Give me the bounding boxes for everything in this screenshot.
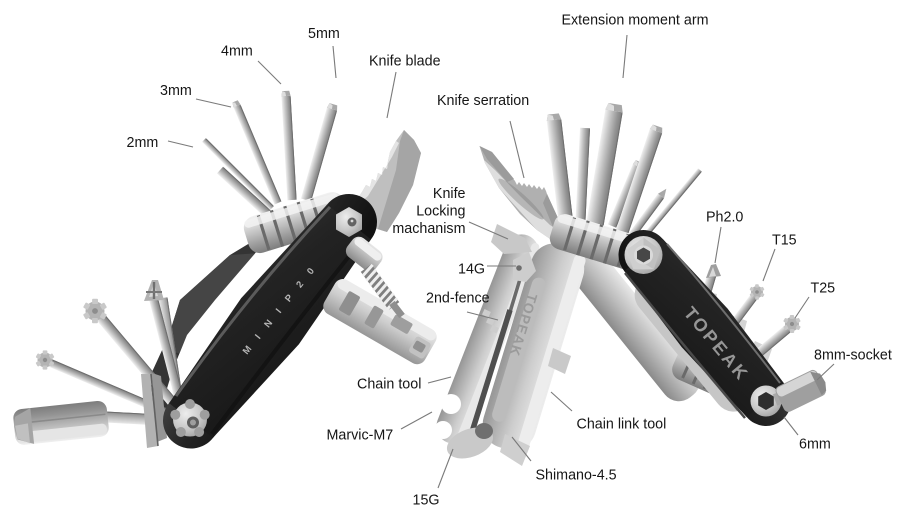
- svg-text:2mm: 2mm: [127, 135, 159, 151]
- svg-text:Chain tool: Chain tool: [357, 377, 421, 393]
- svg-text:machanism: machanism: [392, 221, 465, 237]
- svg-text:T15: T15: [772, 233, 797, 249]
- svg-text:15G: 15G: [413, 493, 440, 509]
- svg-text:Chain link tool: Chain link tool: [577, 417, 667, 433]
- svg-text:2nd-fence: 2nd-fence: [426, 291, 490, 307]
- svg-text:5mm: 5mm: [308, 26, 340, 42]
- svg-text:Marvic-M7: Marvic-M7: [327, 428, 394, 444]
- svg-text:Shimano-4.5: Shimano-4.5: [536, 468, 617, 484]
- svg-text:6mm: 6mm: [799, 437, 831, 453]
- svg-text:8mm-socket: 8mm-socket: [814, 348, 892, 364]
- svg-text:Knife serration: Knife serration: [437, 93, 529, 109]
- svg-text:14G: 14G: [458, 262, 485, 278]
- svg-text:Extension moment arm: Extension moment arm: [562, 13, 709, 29]
- svg-text:3mm: 3mm: [160, 83, 192, 99]
- svg-text:Locking: Locking: [416, 204, 465, 220]
- svg-text:4mm: 4mm: [221, 44, 253, 60]
- svg-text:T25: T25: [811, 281, 836, 297]
- svg-text:Ph2.0: Ph2.0: [706, 210, 743, 226]
- svg-text:Knife: Knife: [433, 186, 466, 202]
- svg-text:Knife blade: Knife blade: [369, 54, 441, 70]
